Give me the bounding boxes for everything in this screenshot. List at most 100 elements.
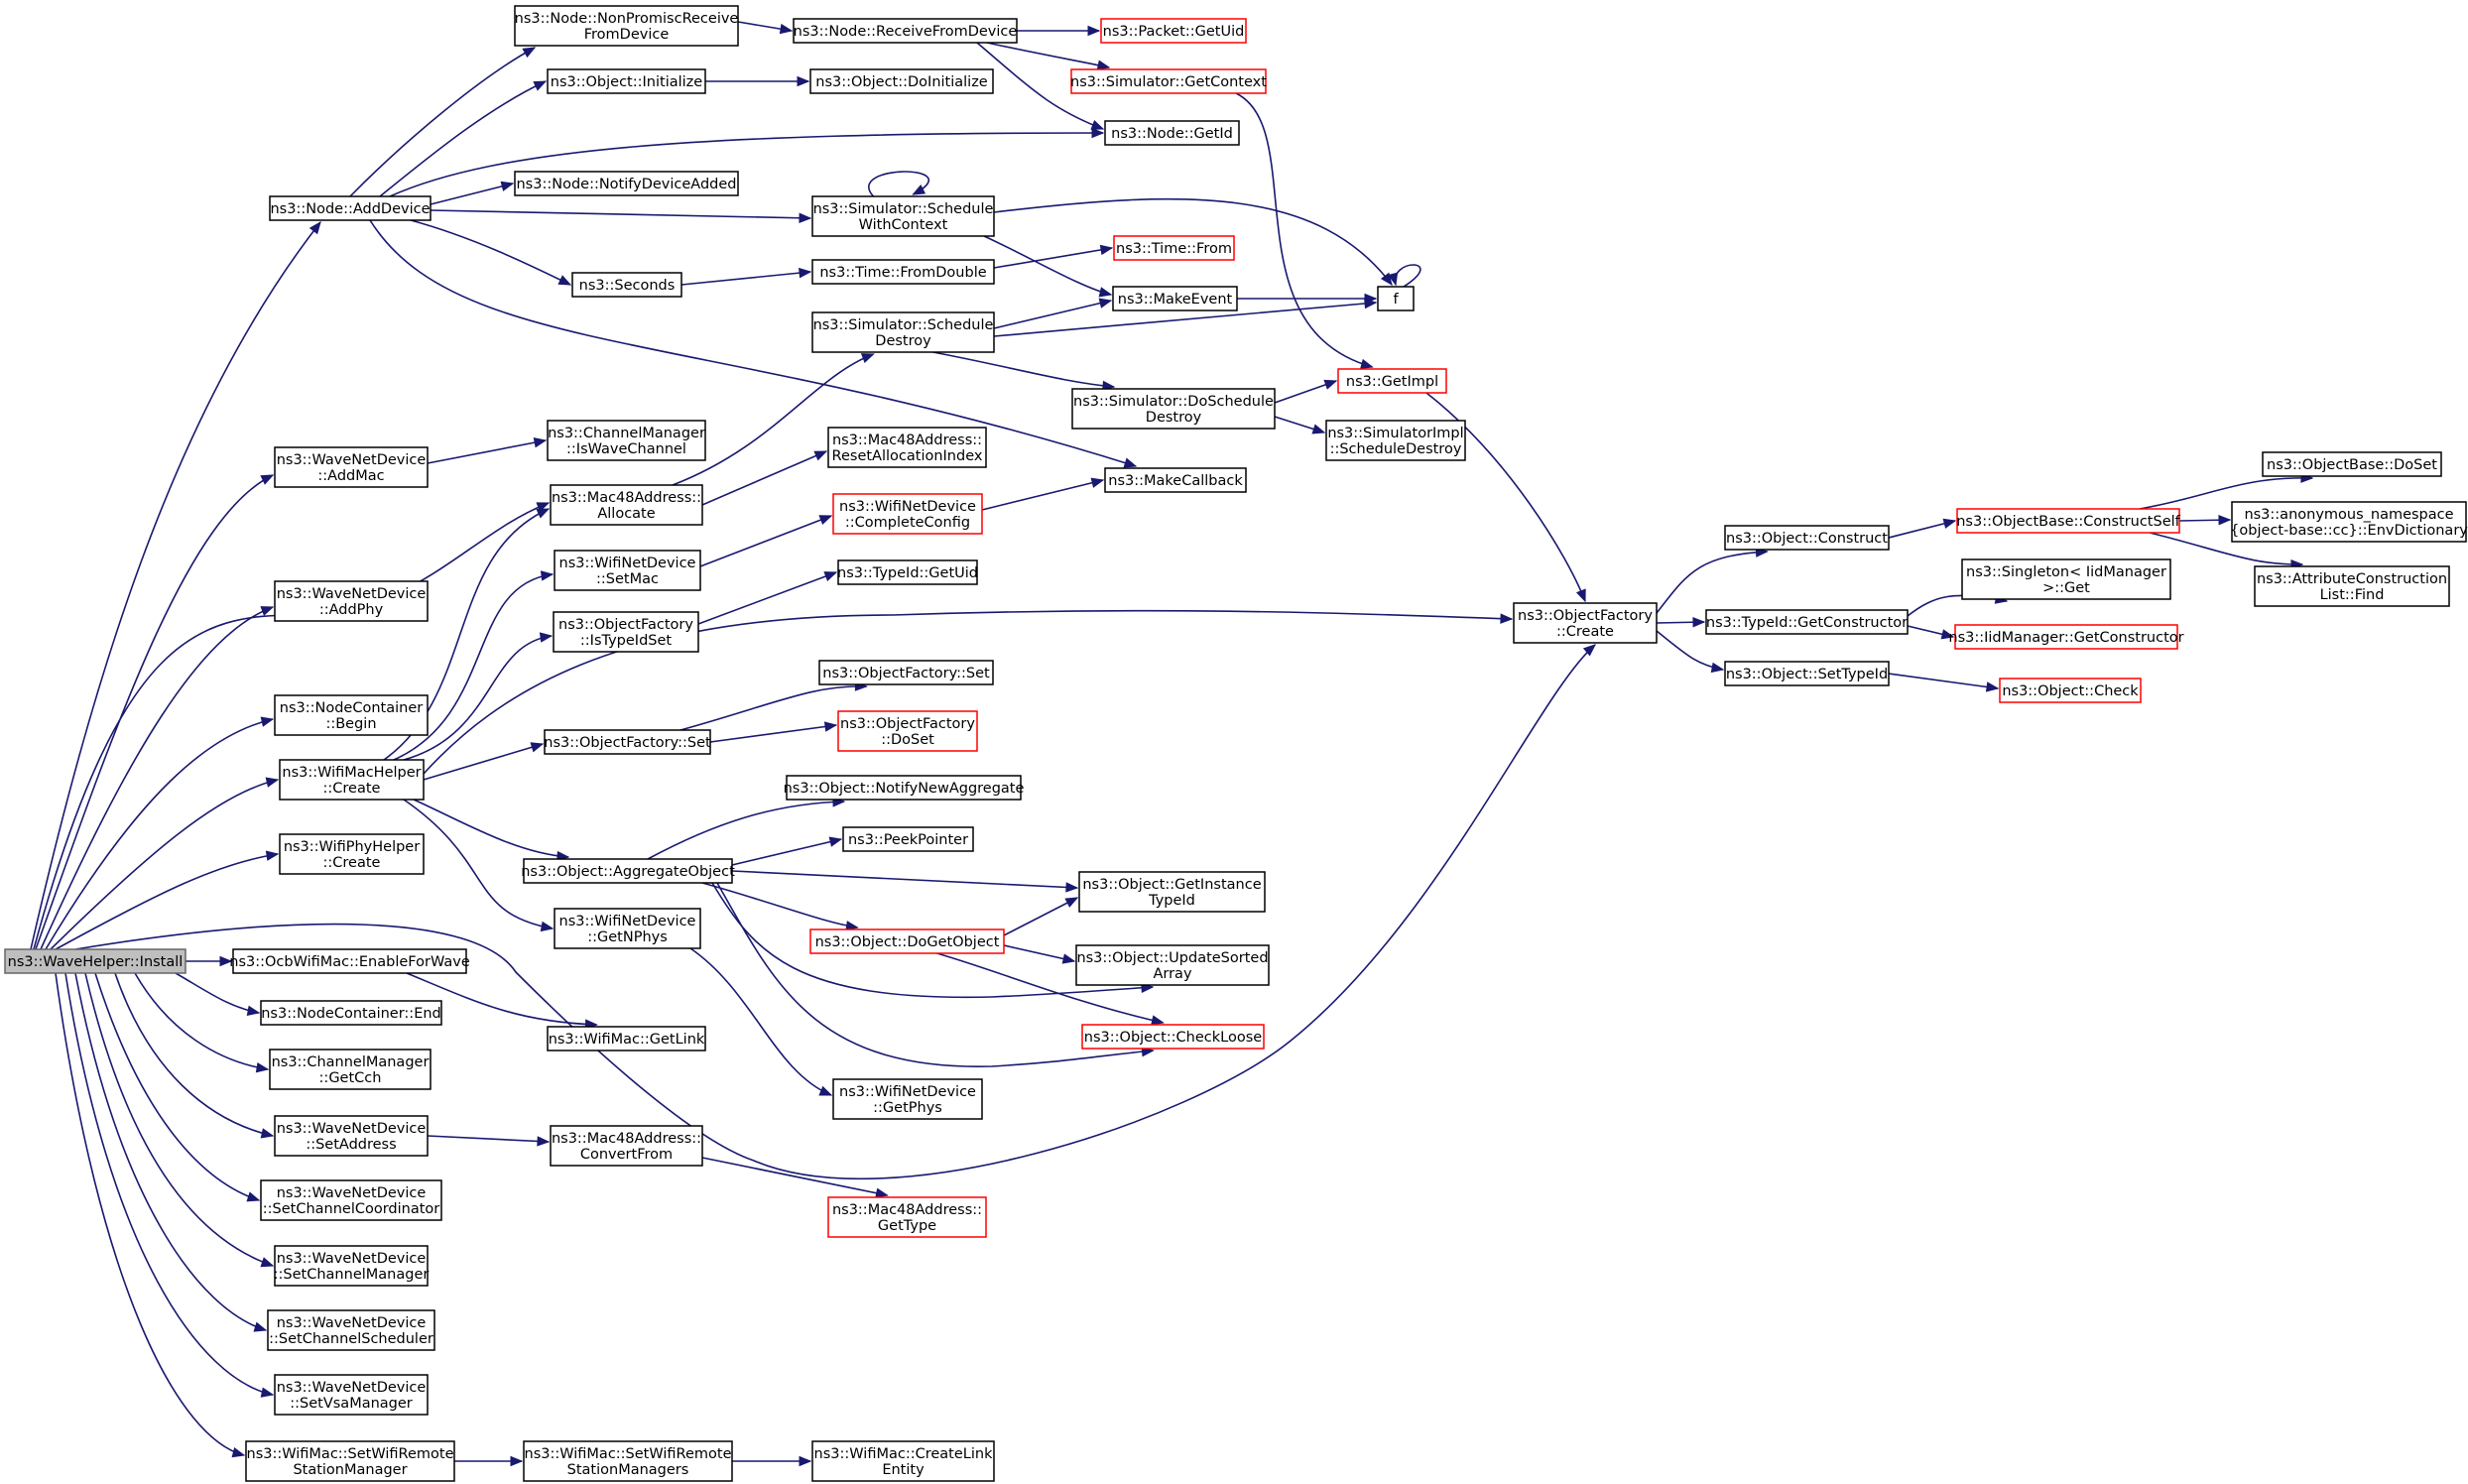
node-set-remotes[interactable]: ns3::WifiMac::SetWifiRemoteStationManage… <box>523 1440 733 1482</box>
node-make-event[interactable]: ns3::MakeEvent <box>1112 286 1238 311</box>
node-add-phy[interactable]: ns3::WaveNetDevice::AddPhy <box>274 580 429 622</box>
node-label: ns3::WifiNetDevice <box>839 1084 976 1100</box>
node-do-init[interactable]: ns3::Object::DoInitialize <box>809 68 994 94</box>
node-of-set1[interactable]: ns3::ObjectFactory::Set <box>818 660 994 685</box>
node-enable-wave[interactable]: ns3::OcbWifiMac::EnableForWave <box>229 948 470 974</box>
node-get-ctor[interactable]: ns3::TypeId::GetConstructor <box>1705 609 1909 635</box>
node-notify-agg[interactable]: ns3::Object::NotifyNewAggregate <box>784 775 1025 801</box>
node-env-dict[interactable]: ns3::anonymous_namespace{object-base::cc… <box>2230 501 2468 543</box>
node-f[interactable]: f <box>1377 286 1415 311</box>
node-wifi-phy-create[interactable]: ns3::WifiPhyHelper::Create <box>279 833 425 875</box>
node-iid-get-ctor[interactable]: ns3::IidManager::GetConstructor <box>1948 624 2184 650</box>
node-set-ch-mgr[interactable]: ns3::WaveNetDevice::SetChannelManager <box>274 1245 430 1287</box>
node-label: ns3::WifiMacHelper <box>282 765 421 781</box>
node-is-wave-ch[interactable]: ns3::ChannelManager::IsWaveChannel <box>547 420 706 461</box>
node-type-id-get-uid[interactable]: ns3::TypeId::GetUid <box>837 559 978 585</box>
node-label: ns3::ObjectFactory::Set <box>822 666 990 681</box>
node-peek-ptr[interactable]: ns3::PeekPointer <box>842 826 974 852</box>
node-get-phys[interactable]: ns3::WifiNetDevice::GetPhys <box>832 1078 983 1120</box>
node-recv-from-dev[interactable]: ns3::Node::ReceiveFromDevice <box>793 18 1018 44</box>
node-label: ns3::WifiNetDevice <box>839 499 976 515</box>
edge-wifiMacCreate-to-getNPhys <box>403 799 555 932</box>
edge-wifiMacCreate-to-wifiSetMac <box>393 570 555 761</box>
node-set-type-id[interactable]: ns3::Object::SetTypeId <box>1724 661 1890 686</box>
node-label: ns3::Time::From <box>1116 241 1232 257</box>
node-complete-cfg[interactable]: ns3::WifiNetDevice::CompleteConfig <box>832 493 983 535</box>
edge-completeCfg-to-makeCallback <box>981 477 1105 511</box>
node-wifi-mac-create[interactable]: ns3::WifiMacHelper::Create <box>279 759 425 801</box>
node-set-addr[interactable]: ns3::WaveNetDevice::SetAddress <box>274 1115 429 1157</box>
node-label: ns3::Node::ReceiveFromDevice <box>794 24 1018 40</box>
node-label: ns3::TypeId::GetConstructor <box>1706 615 1908 631</box>
node-obj-check[interactable]: ns3::Object::Check <box>1999 678 2142 703</box>
node-obj-init[interactable]: ns3::Object::Initialize <box>547 68 706 94</box>
node-get-type[interactable]: ns3::Mac48Address::GetType <box>827 1196 987 1238</box>
node-time-from[interactable]: ns3::Time::From <box>1113 235 1235 261</box>
node-add-mac[interactable]: ns3::WaveNetDevice::AddMac <box>274 446 429 488</box>
call-nodes: ns3::WaveHelper::Install ns3::Node::AddDe… <box>4 5 2468 1482</box>
node-get-cch[interactable]: ns3::ChannelManager::GetCch <box>269 1049 432 1090</box>
node-is-type-id-set[interactable]: ns3::ObjectFactory::IsTypeIdSet <box>553 611 699 653</box>
node-set-remote[interactable]: ns3::WifiMac::SetWifiRemoteStationManage… <box>245 1440 455 1482</box>
node-label: ns3::PeekPointer <box>848 832 968 848</box>
node-set-ch-coord[interactable]: ns3::WaveNetDevice::SetChannelCoordinato… <box>260 1179 442 1221</box>
node-wifi-set-mac[interactable]: ns3::WifiNetDevice::SetMac <box>554 550 701 591</box>
node-label: ns3::WifiMac::SetWifiRemote <box>247 1446 454 1462</box>
node-of-do-set[interactable]: ns3::ObjectFactory::DoSet <box>837 710 978 752</box>
node-check-loose[interactable]: ns3::Object::CheckLoose <box>1081 1024 1265 1050</box>
node-singleton-get[interactable]: ns3::Singleton< IidManager >::Get <box>1961 558 2171 600</box>
node-nc-begin[interactable]: ns3::NodeContainer::Begin <box>274 694 429 736</box>
node-notify-dev[interactable]: ns3::Node::NotifyDeviceAdded <box>514 171 739 196</box>
node-get-context[interactable]: ns3::Simulator::GetContext <box>1070 68 1267 94</box>
node-get-uid[interactable]: ns3::Packet::GetUid <box>1100 18 1247 44</box>
node-agg-obj[interactable]: ns3::Object::AggregateObject <box>521 858 735 884</box>
node-label: ::SetChannelScheduler <box>269 1331 433 1347</box>
node-label: WithContext <box>859 217 948 233</box>
node-node-get-id[interactable]: ns3::Node::GetId <box>1104 120 1240 146</box>
node-label: FromDevice <box>584 27 670 43</box>
node-convert-from[interactable]: ns3::Mac48Address::ConvertFrom <box>550 1125 703 1167</box>
node-install[interactable]: ns3::WaveHelper::Install <box>4 948 186 974</box>
node-reset-alloc[interactable]: ns3::Mac48Address::ResetAllocationIndex <box>827 427 987 468</box>
node-of-set2[interactable]: ns3::ObjectFactory::Set <box>544 729 711 755</box>
node-label: ns3::Object::UpdateSorted <box>1076 950 1268 966</box>
node-set-ch-sched[interactable]: ns3::WaveNetDevice::SetChannelScheduler <box>267 1309 435 1351</box>
node-set-vsa[interactable]: ns3::WaveNetDevice::SetVsaManager <box>274 1374 429 1416</box>
edge-macAlloc-to-resetAlloc <box>701 450 828 506</box>
node-do-get-obj[interactable]: ns3::Object::DoGetObject <box>809 928 1005 954</box>
node-sched-destroy[interactable]: ns3::Simulator::ScheduleDestroy <box>811 311 995 353</box>
node-label: ::GetCch <box>319 1070 382 1086</box>
node-get-n-phys[interactable]: ns3::WifiNetDevice::GetNPhys <box>554 908 701 949</box>
node-label: ::GetNPhys <box>587 929 668 945</box>
node-label: ns3::ObjectFactory::Set <box>544 735 711 751</box>
node-of-create[interactable]: ns3::ObjectFactory::Create <box>1513 602 1658 644</box>
edge-install-to-setChCoord <box>94 972 261 1202</box>
node-add-device[interactable]: ns3::Node::AddDevice <box>269 195 432 221</box>
node-mac-alloc[interactable]: ns3::Mac48Address::Allocate <box>550 484 703 526</box>
node-ob-do-set[interactable]: ns3::ObjectBase::DoSet <box>2262 451 2442 477</box>
node-get-link[interactable]: ns3::WifiMac::GetLink <box>547 1026 706 1051</box>
node-from-double[interactable]: ns3::Time::FromDouble <box>811 259 995 285</box>
edge-wifiMacCreate-to-isTypeIdSet <box>403 632 554 761</box>
node-obj-construct[interactable]: ns3::Object::Construct <box>1724 525 1890 551</box>
edge-recvFromDev-to-nodeGetId <box>976 42 1105 130</box>
node-label: ns3::Seconds <box>579 278 676 294</box>
node-impl-sched-destroy[interactable]: ns3::SimulatorImpl::ScheduleDestroy <box>1325 420 1466 461</box>
edge-getImpl-to-ofCreate <box>1425 392 1586 603</box>
node-construct-self[interactable]: ns3::ObjectBase::ConstructSelf <box>1956 508 2181 534</box>
node-nc-end[interactable]: ns3::NodeContainer::End <box>260 1000 442 1026</box>
node-get-impl[interactable]: ns3::GetImpl <box>1337 368 1447 394</box>
node-label: ns3::Mac48Address:: <box>832 433 982 448</box>
node-make-callback[interactable]: ns3::MakeCallback <box>1104 467 1247 493</box>
node-seconds[interactable]: ns3::Seconds <box>571 272 682 298</box>
node-label: {object-base::cc}::EnvDictionary <box>2230 523 2468 539</box>
edge-setAddr-to-convertFrom <box>427 1135 551 1147</box>
edge-install-to-setAddr <box>114 972 275 1139</box>
